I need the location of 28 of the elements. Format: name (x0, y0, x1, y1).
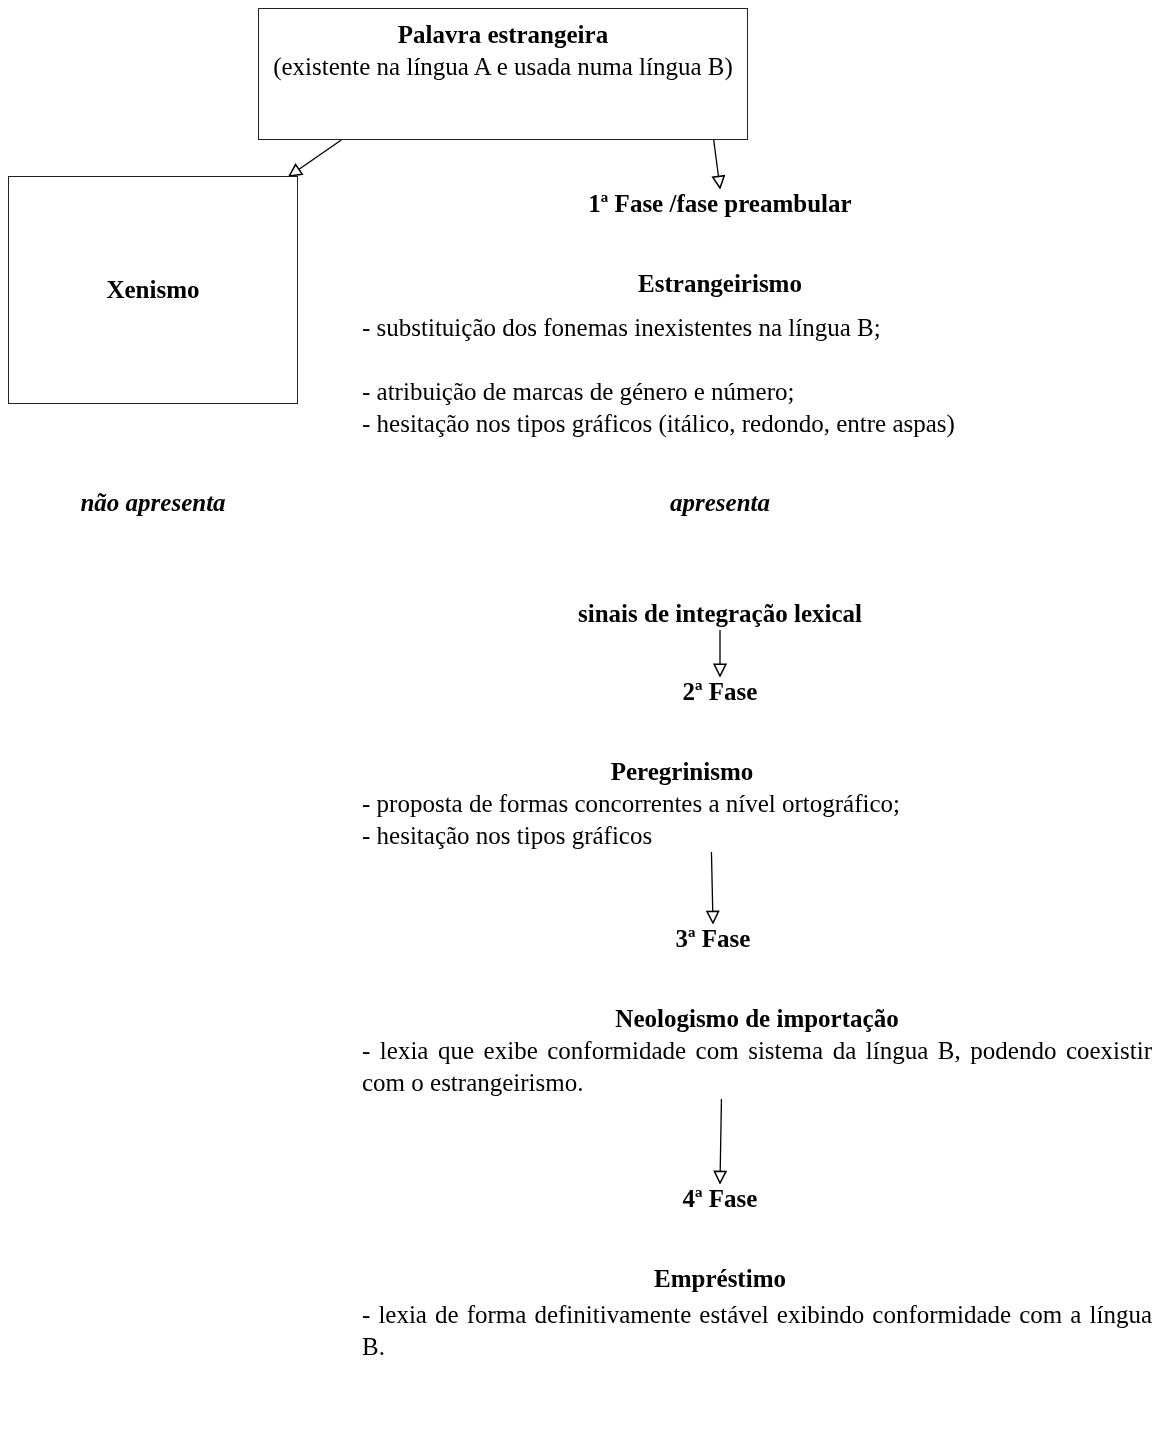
category-box (8, 176, 298, 404)
heading-text: Peregrinismo (609, 757, 755, 787)
heading-text: Palavra estrangeira (396, 20, 610, 50)
stage-feature: - hesitação nos tipos gráficos (itálico, redondo, entre aspas) (362, 409, 956, 440)
heading-text: Xenismo (105, 275, 201, 305)
body-text: (existente na língua A e usada numa língua B) (272, 52, 734, 83)
body-text: - hesitação nos tipos gráficos (362, 821, 654, 851)
branch-label: apresenta (669, 488, 771, 518)
stage-feature: - lexia de forma definitivamente estável exibindo conformidade com a língua B. (362, 1300, 1152, 1362)
term-box (258, 8, 748, 140)
stage-feature: - substituição dos fonemas inexistentes na língua B; (362, 313, 882, 343)
stage-feature: - atribuição de marcas de género e número; (362, 377, 796, 407)
phase-label: 4ª Fase (600, 1183, 840, 1215)
arrow (713, 1098, 727, 1184)
branch-label: não apresenta (79, 488, 227, 518)
body-text: - proposta de formas concorrentes a nível ortográfico; (362, 789, 901, 819)
arrow (713, 629, 727, 677)
condition-label: sinais de integração lexical (500, 598, 940, 630)
stage-heading: Empréstimo (653, 1264, 787, 1294)
stage-heading: Estrangeirismo (637, 269, 803, 299)
phase-label: 3ª Fase (593, 923, 833, 955)
body-text: - lexia que exibe conformidade com sistema da língua B, podendo coexistir com o estrangeirismo. (362, 1036, 1152, 1098)
arrow (706, 851, 720, 924)
arrow (288, 139, 342, 177)
phase-label: 1ª Fase /fase preambular (500, 188, 940, 220)
heading-text: Neologismo de importação (614, 1004, 900, 1034)
phase-label: 2ª Fase (600, 676, 840, 708)
arrow (711, 139, 725, 189)
